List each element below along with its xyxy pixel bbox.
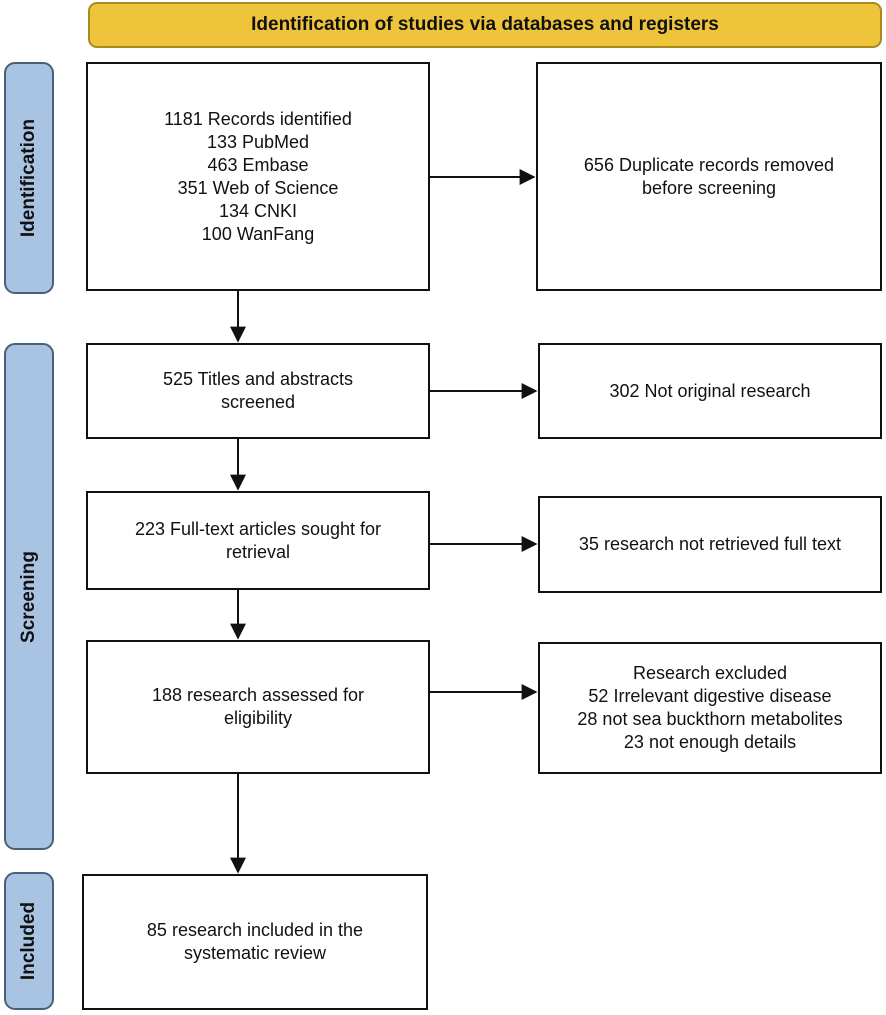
phase-screening: Screening — [4, 343, 54, 850]
box-excluded: Research excluded 52 Irrelevant digestiv… — [538, 642, 882, 774]
box-duplicates-removed: 656 Duplicate records removed before scr… — [536, 62, 882, 291]
text-line: retrieval — [225, 541, 291, 562]
header-banner: Identification of studies via databases … — [88, 2, 882, 48]
phase-included: Included — [4, 872, 54, 1010]
box-titles-screened: 525 Titles and abstracts screened — [86, 343, 430, 439]
text-line: 28 not sea buckthorn metabolites — [577, 709, 843, 729]
text-line: systematic review — [183, 943, 327, 963]
text-line: 133 PubMed — [206, 131, 310, 152]
text-line: 1181 Records identified — [164, 108, 352, 129]
box-fulltext-sought: 223 Full-text articles sought for retrie… — [86, 491, 430, 590]
text-line: before screening — [641, 177, 777, 198]
text-line: 100 WanFang — [201, 223, 315, 244]
text-line: eligibility — [223, 708, 293, 728]
box-not-original: 302 Not original research — [538, 343, 882, 439]
text-line: 525 Titles and abstracts — [162, 369, 354, 389]
header-title: Identification of studies via databases … — [251, 14, 719, 35]
phase-identification: Identification — [4, 62, 54, 294]
text-line: 188 research assessed for — [151, 685, 365, 705]
box-assessed-eligibility: 188 research assessed for eligibility — [86, 640, 430, 774]
text-line: 85 research included in the — [146, 920, 364, 940]
text-line: 302 Not original research — [609, 380, 811, 401]
text-line: Research excluded — [632, 663, 788, 683]
box-not-retrieved: 35 research not retrieved full text — [538, 496, 882, 593]
text-line: 463 Embase — [207, 154, 309, 175]
text-line: 23 not enough details — [623, 732, 797, 752]
text-line: 223 Full-text articles sought for — [134, 518, 382, 539]
box-records-identified: 1181 Records identified 133 PubMed 463 E… — [86, 62, 430, 291]
text-line: screened — [220, 392, 296, 412]
box-included-review: 85 research included in the systematic r… — [82, 874, 428, 1010]
text-line: 656 Duplicate records removed — [583, 154, 835, 175]
text-line: 52 Irrelevant digestive disease — [588, 686, 832, 706]
text-line: 351 Web of Science — [177, 177, 339, 198]
text-line: 35 research not retrieved full text — [578, 534, 842, 554]
text-line: 134 CNKI — [218, 200, 298, 221]
